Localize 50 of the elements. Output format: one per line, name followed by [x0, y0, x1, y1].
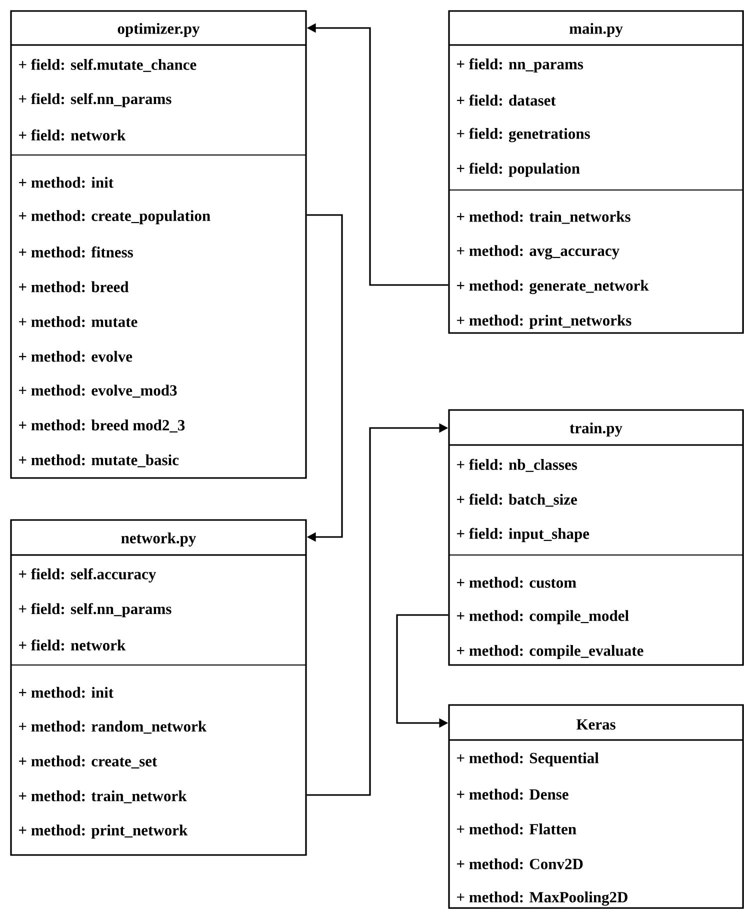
method-entry: + method: evolve_mod3	[19, 384, 177, 398]
class-name: optimizer.py	[118, 22, 200, 38]
method-entry: + method: create_population	[19, 210, 210, 224]
class-box	[10, 519, 307, 856]
method-entry: + method: Dense	[457, 788, 568, 800]
method-entry: + method: train_network	[19, 790, 187, 804]
field-entry: + field: dataset	[457, 94, 556, 106]
method-entry: + method: compile_evaluate	[457, 644, 644, 660]
method-entry: + method: breed mod2_3	[19, 420, 185, 432]
class-box	[10, 10, 307, 479]
method-entry: + method: create_set	[19, 756, 158, 768]
method-entry: + method: random_network	[19, 720, 207, 734]
field-entry: + field: genetrations	[457, 128, 590, 142]
method-entry: + method: print_network	[19, 824, 188, 839]
field-entry: + field: input_shape	[457, 528, 590, 542]
method-entry: + method: print_networks	[457, 314, 632, 329]
method-entry: + method: compile_model	[457, 610, 629, 624]
class-box	[448, 10, 744, 334]
field-entry: + field: network	[19, 129, 126, 141]
method-entry: + method: avg_accuracy	[457, 245, 620, 260]
field-entry: + field: self.nn_params	[19, 603, 172, 618]
method-entry: + method: mutate_basic	[19, 454, 179, 468]
field-entry: + field: nb_classes	[457, 458, 578, 472]
class-box	[448, 704, 744, 909]
class-name: network.py	[121, 532, 196, 547]
method-entry: + method: Conv2D	[457, 858, 583, 870]
field-entry: + field: nn_params	[457, 58, 584, 72]
field-entry: + field: self.mutate_chance	[19, 58, 196, 72]
method-entry: + method: fitness	[19, 246, 133, 258]
class-name: train.py	[570, 422, 622, 437]
method-entry: + method: init	[19, 686, 114, 698]
field-entry: + field: batch_size	[457, 494, 577, 507]
method-entry: + method: breed	[19, 281, 129, 292]
class-name: main.py	[570, 22, 623, 38]
field-entry: + field: self.nn_params	[19, 93, 172, 108]
method-entry: + method: MaxPooling2D	[457, 892, 628, 906]
method-entry: + method: Sequential	[457, 752, 599, 766]
method-entry: + method: Flatten	[457, 824, 576, 834]
field-entry: + field: self.accuracy	[19, 568, 156, 583]
method-entry: + method: mutate	[19, 316, 138, 328]
arrow	[306, 214, 343, 542]
method-entry: + method: custom	[457, 576, 576, 588]
class-box	[448, 409, 744, 666]
method-entry: + method: train_networks	[457, 210, 630, 224]
method-entry: + method: evolve	[19, 350, 132, 362]
method-entry: + method: init	[19, 176, 114, 188]
field-entry: + field: population	[457, 162, 580, 177]
class-name: Keras	[576, 719, 616, 730]
method-entry: + method: generate_network	[457, 280, 649, 294]
field-entry: + field: network	[19, 639, 126, 651]
